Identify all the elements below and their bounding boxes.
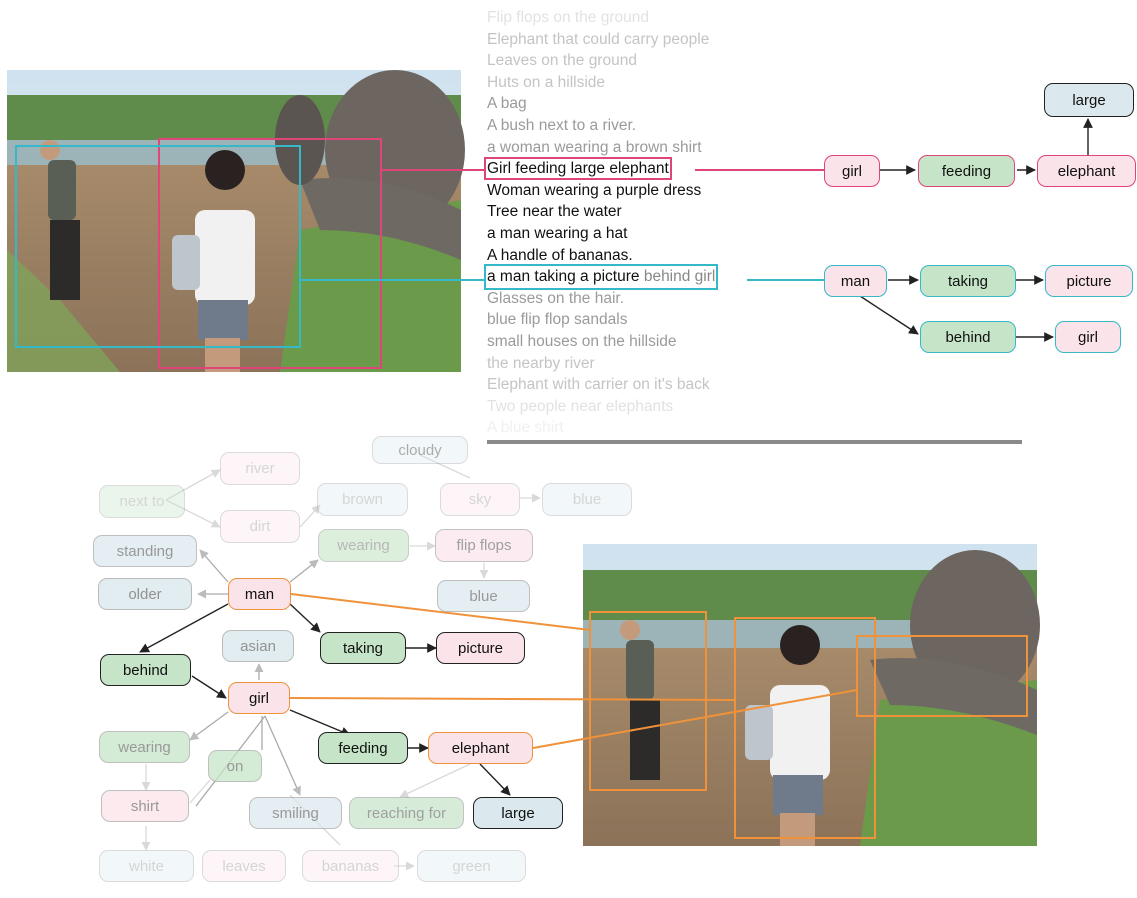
node-elephant-top: elephant bbox=[1037, 155, 1136, 187]
caption-text: Huts on a hillside bbox=[487, 73, 606, 91]
caption-line: Leaves on the ground bbox=[487, 51, 637, 71]
node-smiling: smiling bbox=[249, 797, 342, 829]
caption-line: A bush next to a river. bbox=[487, 116, 636, 136]
caption-line: Woman wearing a purple dress bbox=[487, 181, 701, 201]
caption-line: Girl feeding large elephant bbox=[484, 157, 672, 181]
bottom-photo bbox=[583, 544, 1040, 846]
caption-text: A bag bbox=[487, 95, 527, 113]
caption-line: A blue shirt bbox=[487, 418, 564, 438]
node-man-top: man bbox=[824, 265, 887, 297]
top-photo bbox=[7, 70, 465, 372]
caption-line: Elephant that could carry people bbox=[487, 30, 709, 50]
caption-line: a man wearing a hat bbox=[487, 224, 627, 244]
node-feeding-bottom: feeding bbox=[318, 732, 408, 764]
caption-text: A bush next to a river. bbox=[487, 117, 637, 134]
caption-text: blue flip flop sandals bbox=[487, 311, 628, 329]
caption-text: Girl feeding large elephant bbox=[484, 157, 672, 181]
node-behind-top: behind bbox=[920, 321, 1016, 353]
node-bananas: bananas bbox=[302, 850, 399, 882]
node-sky: sky bbox=[440, 483, 520, 516]
caption-text: Tree near the water bbox=[487, 203, 622, 221]
node-man-bottom: man bbox=[228, 578, 291, 610]
caption-text: Woman wearing a purple dress bbox=[487, 181, 702, 199]
node-brown: brown bbox=[317, 483, 408, 516]
caption-line: a woman wearing a brown shirt bbox=[487, 138, 702, 158]
caption-line: Two people near elephants bbox=[487, 397, 673, 417]
node-wearing-left: wearing bbox=[99, 731, 190, 763]
man-box-bottom bbox=[589, 611, 707, 791]
girl-box-top bbox=[158, 138, 382, 369]
caption-line: Flip flops on the ground bbox=[487, 8, 649, 28]
caption-text: Flip flops on the ground bbox=[487, 9, 649, 26]
caption-line: a man taking a picture behind girl bbox=[483, 264, 719, 291]
node-on: on bbox=[208, 750, 262, 782]
caption-text: Glasses on the hair. bbox=[487, 289, 624, 307]
node-elephant-bottom: elephant bbox=[428, 732, 533, 764]
caption-text: A handle of bananas. bbox=[487, 246, 633, 264]
node-shirt: shirt bbox=[101, 790, 189, 822]
caption-text: small houses on the hillside bbox=[487, 333, 677, 350]
girl-box-bottom bbox=[734, 617, 876, 839]
section-divider bbox=[487, 440, 1022, 444]
caption-text: a woman wearing a brown shirt bbox=[487, 138, 702, 156]
caption-line: blue flip flop sandals bbox=[487, 310, 627, 330]
node-white: white bbox=[99, 850, 194, 882]
node-reaching-for: reaching for bbox=[349, 797, 464, 829]
node-green: green bbox=[417, 850, 526, 882]
caption-line: Elephant with carrier on it's back bbox=[487, 375, 710, 395]
node-picture-top: picture bbox=[1045, 265, 1133, 297]
node-river: river bbox=[220, 452, 300, 485]
caption-text: Elephant with carrier on it's back bbox=[487, 376, 710, 394]
node-blue-ff: blue bbox=[437, 580, 530, 612]
node-feeding-top: feeding bbox=[918, 155, 1015, 187]
caption-line: A bag bbox=[487, 94, 527, 114]
node-leaves: leaves bbox=[202, 850, 286, 882]
node-girl2-top: girl bbox=[1055, 321, 1121, 353]
node-taking-bottom: taking bbox=[320, 632, 406, 664]
node-picture-bottom: picture bbox=[436, 632, 525, 664]
node-next-to: next to bbox=[99, 485, 185, 518]
caption-line: A handle of bananas. bbox=[487, 246, 633, 266]
man-box-top bbox=[15, 145, 301, 348]
caption-text: a man wearing a hat bbox=[487, 225, 628, 242]
caption-line: Tree near the water bbox=[487, 202, 622, 222]
caption-line: the nearby river bbox=[487, 354, 595, 374]
node-girl-bottom: girl bbox=[228, 682, 290, 714]
elephant-box-bottom bbox=[856, 635, 1028, 717]
node-asian: asian bbox=[222, 630, 294, 662]
node-wearing-top: wearing bbox=[318, 529, 409, 562]
caption-text: the nearby river bbox=[487, 354, 595, 372]
caption-text: Elephant that could carry people bbox=[487, 30, 710, 48]
node-blue-sky: blue bbox=[542, 483, 632, 516]
node-behind-bottom: behind bbox=[100, 654, 191, 686]
caption-text: A blue shirt bbox=[487, 419, 564, 437]
node-cloudy: cloudy bbox=[372, 436, 468, 464]
node-large-bottom: large bbox=[473, 797, 563, 829]
node-girl-top: girl bbox=[824, 155, 880, 187]
node-taking-top: taking bbox=[920, 265, 1016, 297]
caption-text: a man taking a picture bbox=[487, 268, 640, 286]
node-older: older bbox=[98, 578, 192, 610]
node-large-top: large bbox=[1044, 83, 1134, 117]
caption-suffix: behind girl bbox=[639, 268, 716, 286]
caption-line: small houses on the hillside bbox=[487, 332, 677, 352]
node-standing: standing bbox=[93, 535, 197, 567]
caption-line: Glasses on the hair. bbox=[487, 289, 624, 309]
node-flip-flops: flip flops bbox=[435, 529, 533, 562]
caption-line: Huts on a hillside bbox=[487, 73, 605, 93]
caption-text: Leaves on the ground bbox=[487, 52, 637, 70]
node-dirt: dirt bbox=[220, 510, 300, 543]
caption-text: Two people near elephants bbox=[487, 397, 674, 415]
